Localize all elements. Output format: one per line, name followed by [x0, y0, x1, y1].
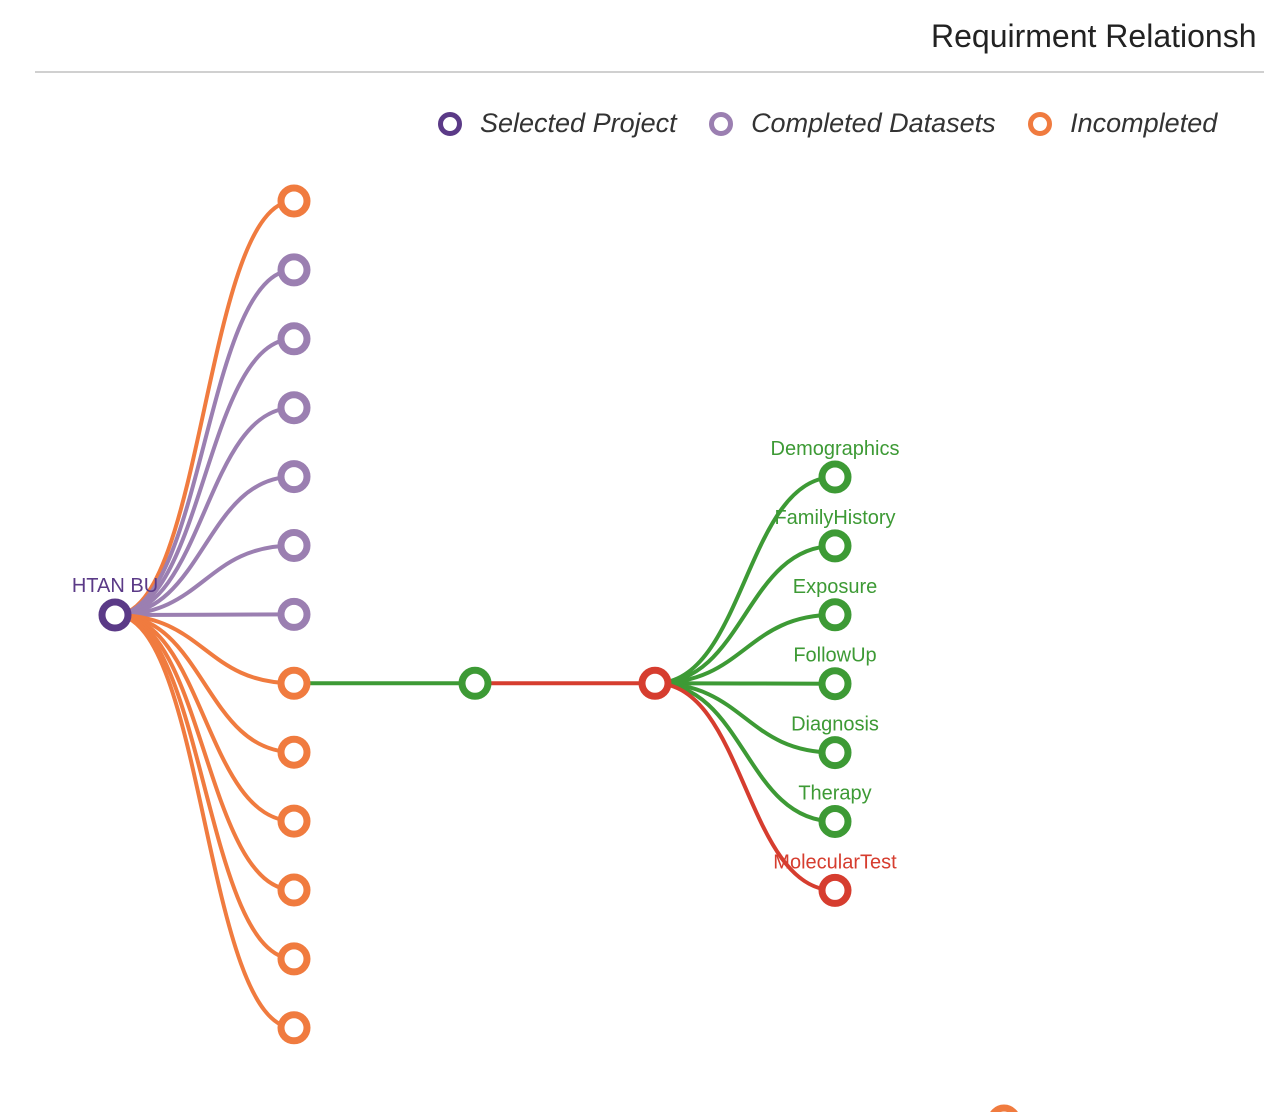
- dataset-link: [114, 405, 295, 617]
- legend-label: Completed Datasets: [751, 108, 996, 138]
- dataset-link: [114, 613, 295, 1030]
- dataset-link: [114, 199, 295, 617]
- requirement-node[interactable]: [818, 529, 852, 563]
- dataset-link: [114, 613, 295, 686]
- requirement-label: Demographics: [771, 438, 900, 460]
- legend-item-completed-datasets[interactable]: Completed Datasets: [709, 108, 996, 139]
- dataset-link: [114, 543, 295, 617]
- legend-marker-selected-project: [438, 111, 462, 136]
- legend-item-incompleted[interactable]: Incompleted: [1028, 108, 1217, 139]
- dataset-node[interactable]: [277, 873, 311, 907]
- title-divider: [35, 71, 1264, 73]
- dataset-node[interactable]: [277, 597, 311, 631]
- dataset-link: [114, 613, 295, 892]
- legend-marker-completed-datasets: [709, 111, 734, 136]
- dataset-node[interactable]: [277, 460, 311, 494]
- requirement-label: Therapy: [798, 783, 871, 805]
- legend-item-selected-project[interactable]: Selected Project: [438, 108, 677, 139]
- dataset-link: [114, 613, 295, 824]
- dataset-node[interactable]: [277, 666, 311, 700]
- requirement-node[interactable]: [818, 873, 852, 907]
- requirement-label: MolecularTest: [773, 851, 897, 873]
- legend-marker-incompleted: [1028, 111, 1053, 136]
- chain-node[interactable]: [458, 666, 492, 700]
- dataset-link: [114, 612, 295, 617]
- requirement-link: [654, 681, 836, 755]
- dataset-link: [114, 613, 295, 961]
- chain-node[interactable]: [638, 666, 672, 700]
- requirement-link: [654, 543, 836, 686]
- requirement-link: [654, 681, 836, 824]
- dataset-node[interactable]: [277, 735, 311, 769]
- root-node[interactable]: [98, 598, 132, 632]
- dataset-link: [114, 336, 295, 617]
- requirement-node[interactable]: [818, 736, 852, 770]
- dataset-node[interactable]: [277, 942, 311, 976]
- tree-nodes: [98, 184, 1018, 1112]
- dataset-link: [114, 474, 295, 617]
- requirement-link: [654, 612, 836, 686]
- requirement-label: FollowUp: [793, 645, 876, 667]
- requirement-label: Exposure: [793, 576, 878, 598]
- tree-links: [114, 199, 836, 1030]
- requirement-label: FamilyHistory: [774, 507, 895, 529]
- dataset-node[interactable]: [277, 1011, 311, 1045]
- requirement-link: [654, 475, 836, 686]
- offscreen-node[interactable]: [990, 1104, 1018, 1112]
- requirement-node[interactable]: [818, 460, 852, 494]
- requirement-node[interactable]: [818, 667, 852, 701]
- dataset-node[interactable]: [277, 529, 311, 562]
- legend: Selected Project Completed Datasets Inco…: [438, 108, 1245, 141]
- requirement-label: Diagnosis: [791, 714, 879, 736]
- dataset-link: [114, 267, 295, 617]
- dataset-link: [114, 613, 295, 755]
- requirement-node[interactable]: [818, 805, 852, 838]
- requirement-link: [654, 681, 836, 893]
- root-label: HTAN BU: [72, 575, 158, 597]
- tree-labels: DemographicsFamilyHistoryExposureFollowU…: [72, 438, 900, 873]
- dataset-node[interactable]: [277, 184, 311, 218]
- dataset-node[interactable]: [277, 804, 311, 838]
- requirement-node[interactable]: [818, 598, 852, 632]
- dataset-node[interactable]: [277, 322, 311, 356]
- dataset-node[interactable]: [277, 253, 311, 287]
- legend-label: Selected Project: [480, 108, 677, 138]
- page-title: Requirment Relationsh: [931, 18, 1257, 54]
- dataset-node[interactable]: [277, 391, 311, 425]
- legend-label: Incompleted: [1070, 108, 1218, 138]
